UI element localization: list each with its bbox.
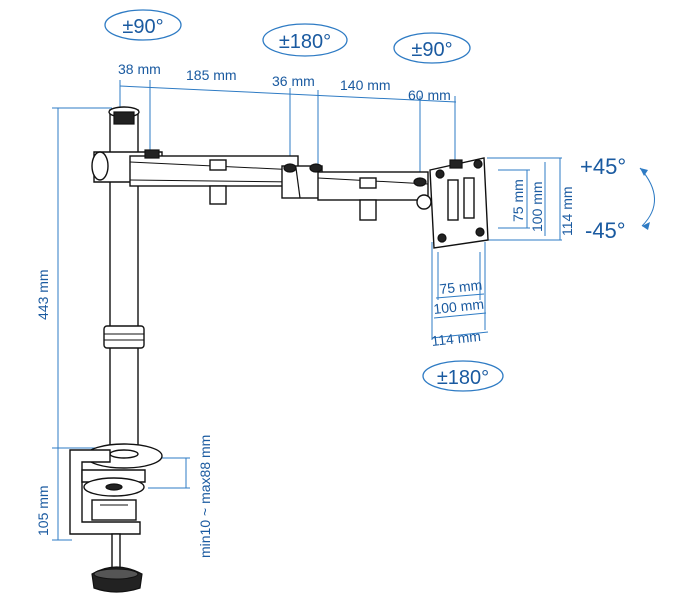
dim-vesa-w-100: 100 mm <box>433 296 485 317</box>
dim-vesa-h-75: 75 mm <box>510 179 526 222</box>
rotation-label-arm-joint: ±180° <box>262 23 348 57</box>
svg-text:±180°: ±180° <box>437 367 489 389</box>
tilt-down-label: -45° <box>585 218 626 243</box>
rotation-label-head-swivel: ±90° <box>393 32 471 64</box>
dim-140: 140 mm <box>340 77 391 93</box>
dim-105: 105 mm <box>35 485 51 536</box>
tilt-up-label: +45° <box>580 154 626 179</box>
rotation-label-arm-base: ±90° <box>104 9 182 41</box>
rotation-label-rotate: ±180° <box>422 360 504 392</box>
dim-38: 38 mm <box>118 61 161 77</box>
elbow-joint <box>281 163 323 199</box>
dim-vesa-w-75: 75 mm <box>439 277 483 297</box>
dim-443: 443 mm <box>35 269 51 320</box>
dim-60: 60 mm <box>408 87 451 103</box>
svg-text:±90°: ±90° <box>122 16 163 38</box>
dim-vesa-h-100: 100 mm <box>529 181 545 232</box>
dim-185: 185 mm <box>186 67 237 83</box>
dimension-lines <box>52 80 562 541</box>
dim-desk-thickness: min10 ~ max88 mm <box>197 435 213 558</box>
vesa-plate <box>416 157 489 249</box>
dim-vesa-h-114: 114 mm <box>559 186 575 236</box>
dim-vesa-w-114: 114 mm <box>431 328 482 349</box>
arm-segment-1 <box>91 149 299 205</box>
desk-clamp <box>69 449 146 593</box>
arm-segment-2 <box>317 171 429 221</box>
dim-36: 36 mm <box>272 73 315 89</box>
svg-text:±90°: ±90° <box>411 39 452 61</box>
dimension-labels: 38 mm 185 mm 36 mm 140 mm 60 mm 443 mm 1… <box>35 61 575 558</box>
tilt-arrow <box>639 167 655 230</box>
svg-text:±180°: ±180° <box>279 31 331 53</box>
